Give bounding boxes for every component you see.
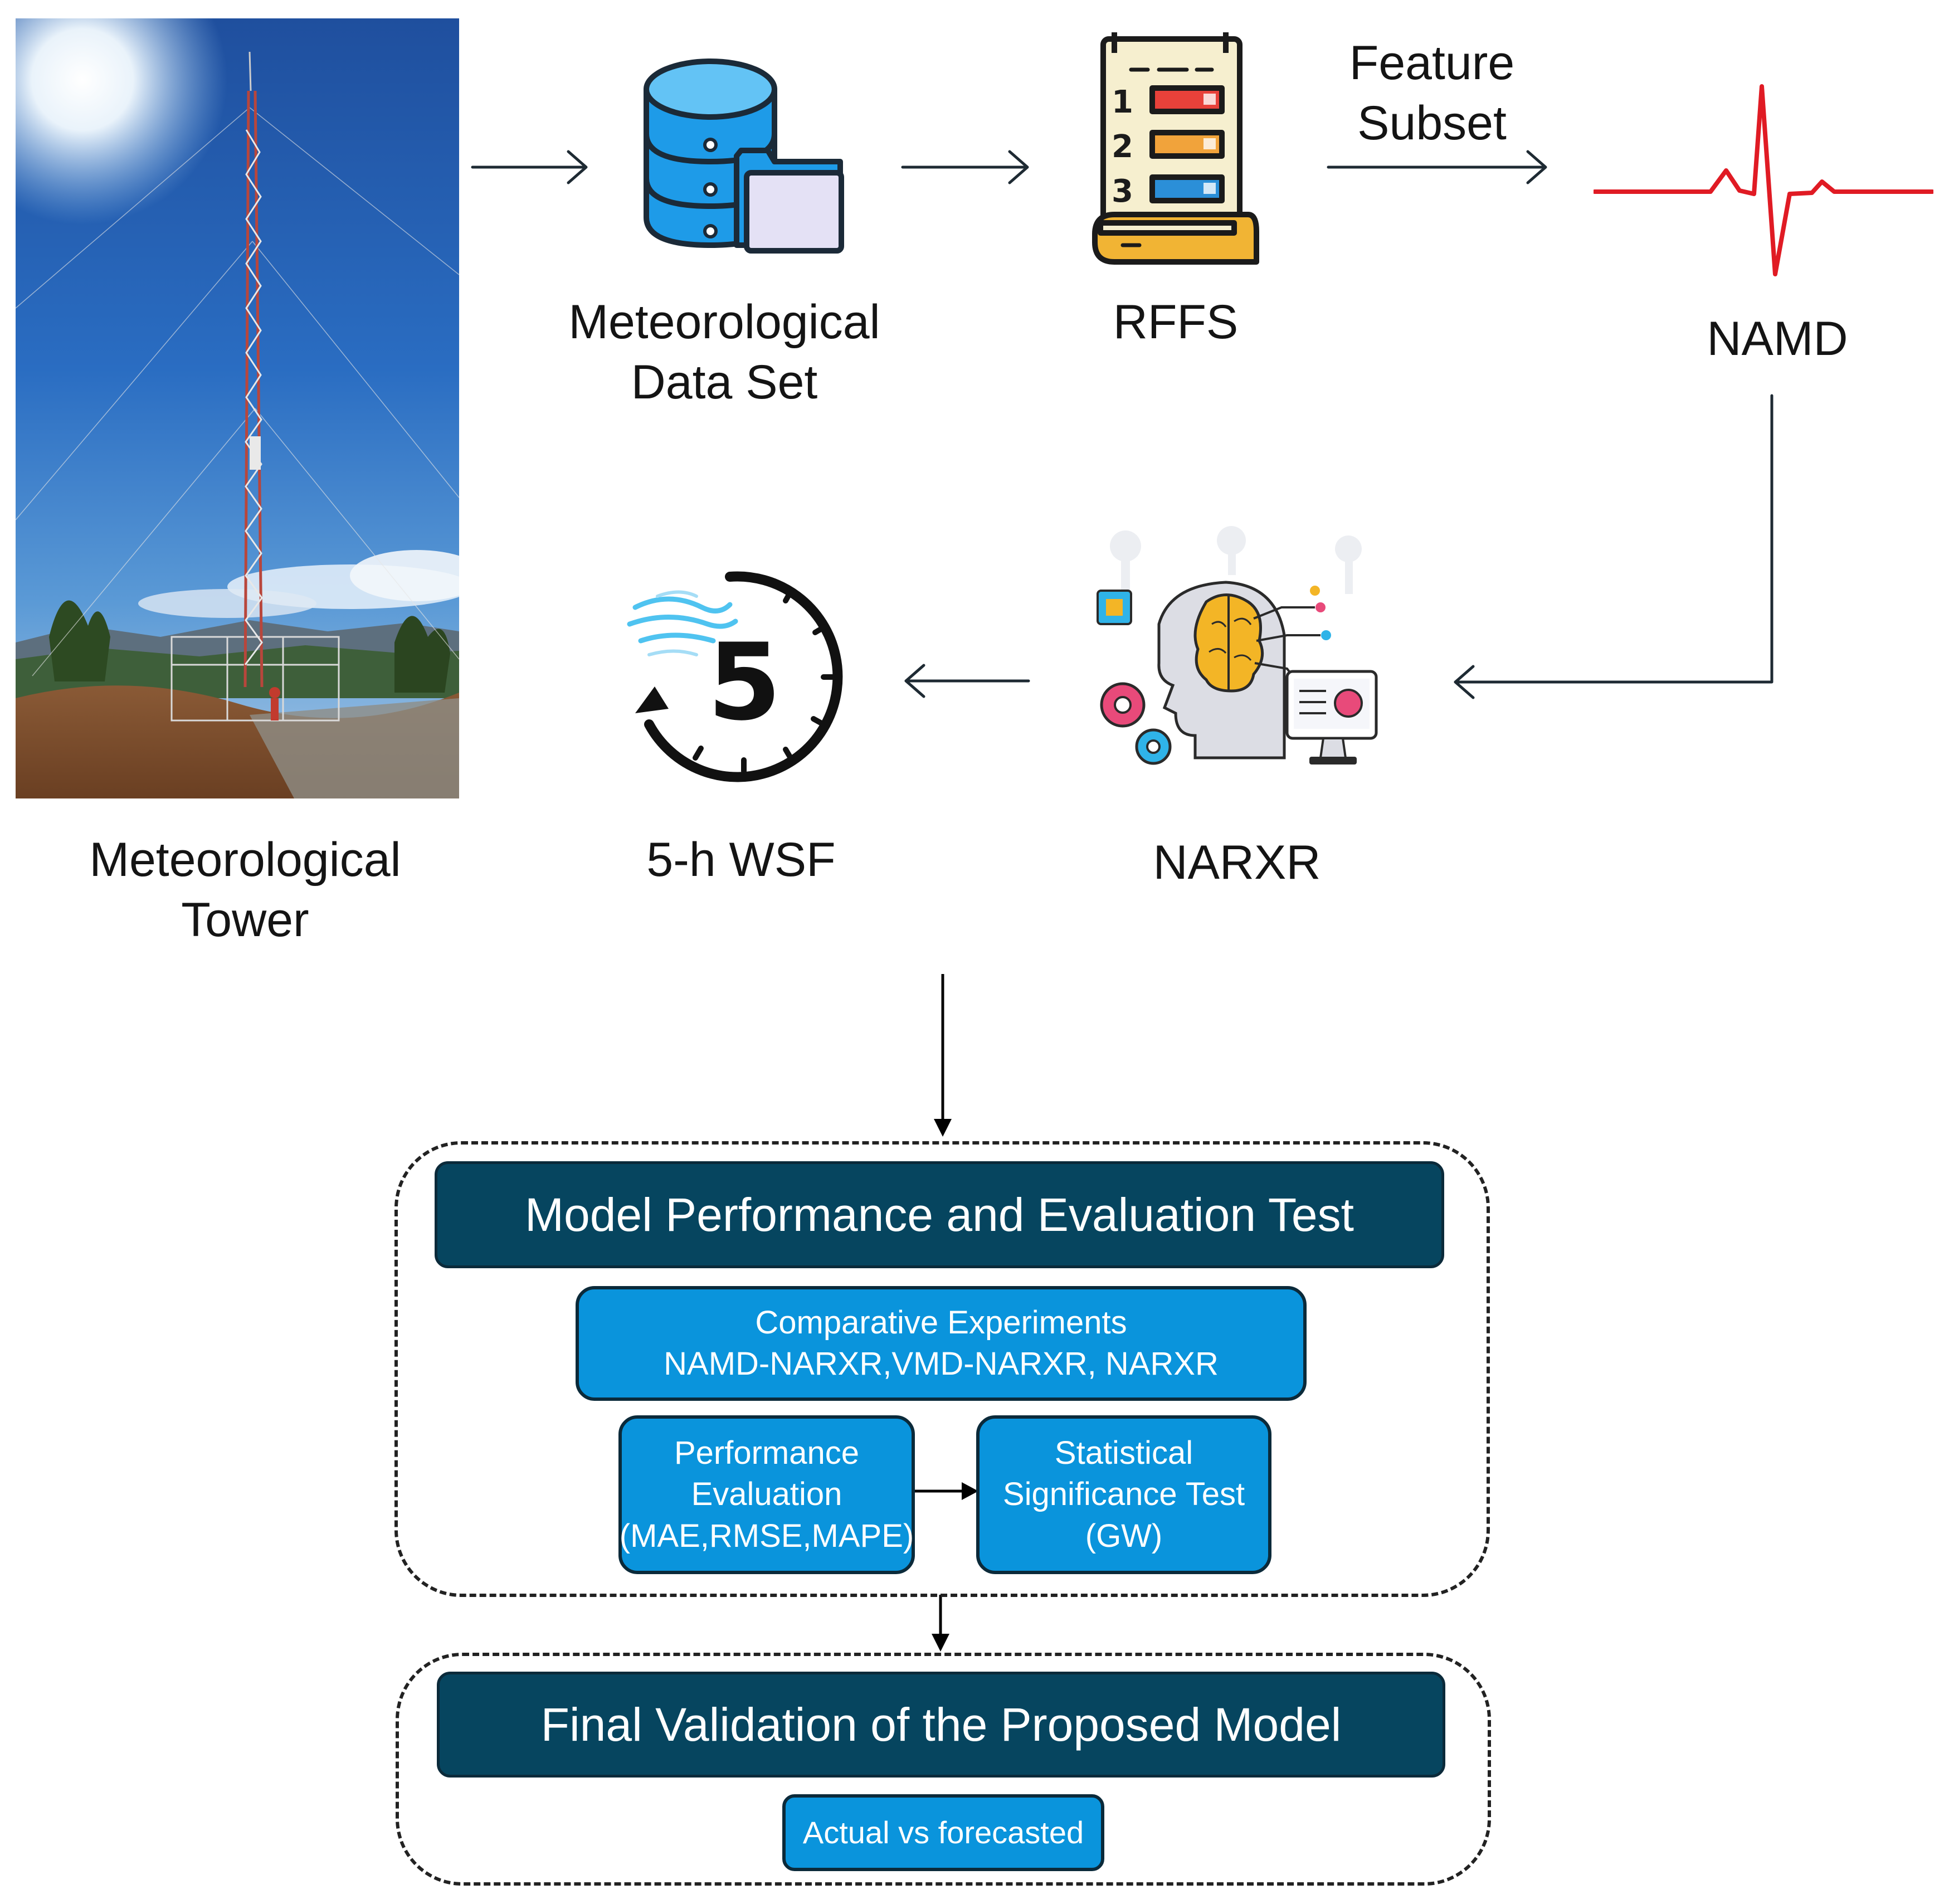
rank-digit-3: 3 [1112, 173, 1133, 210]
clock-number: 5 [708, 621, 781, 744]
evaluation-section [394, 1141, 1490, 1597]
arrow-performance-to-significance [914, 1482, 978, 1500]
performance-line-2: Evaluation [691, 1476, 842, 1513]
label-namd: NAMD [1707, 312, 1848, 366]
comparative-line-1: Comparative Experiments [755, 1304, 1127, 1341]
rank-digit-1: 1 [1112, 84, 1133, 120]
label-narxr: NARXR [1153, 836, 1321, 889]
comparative-line-2: NAMD-NARXR,VMD-NARXR, NARXR [664, 1346, 1219, 1382]
arrow-evaluation-to-validation [932, 1595, 949, 1652]
label-feature-subset: Feature Subset [1349, 36, 1515, 150]
significance-line-2: Significance Test [1002, 1476, 1245, 1513]
significance-line-1: Statistical [1054, 1435, 1193, 1472]
evaluation-title: Model Performance and Evaluation Test [435, 1161, 1444, 1268]
validation-section [396, 1653, 1491, 1886]
significance-line-3: (GW) [1085, 1517, 1163, 1554]
arrow-tower-to-dataset [471, 150, 588, 184]
five-hour-clock-wind-icon: 5 [627, 571, 843, 782]
arrow-wsf-to-evaluation [934, 974, 952, 1137]
arrow-namd-to-narxr [1454, 394, 1773, 699]
ranked-list-icon: 1 2 3 [1092, 32, 1259, 265]
comparative-experiments-box: Comparative Experiments NAMD-NARXR,VMD-N… [576, 1286, 1307, 1401]
label-rffs: RFFS [1113, 295, 1239, 349]
significance-test-box: Statistical Significance Test (GW) [976, 1415, 1271, 1574]
performance-line-3: (MAE,RMSE,MAPE) [619, 1517, 914, 1554]
arrow-narxr-to-wsf [904, 664, 1030, 698]
performance-line-1: Performance [674, 1435, 860, 1472]
actual-vs-forecasted-box: Actual vs forecasted [782, 1794, 1104, 1871]
label-meteorological-tower: Meteorological Tower [89, 833, 401, 947]
performance-evaluation-box: Performance Evaluation (MAE,RMSE,MAPE) [618, 1415, 915, 1574]
database-folder-icon [644, 59, 844, 254]
arrow-dataset-to-rffs [901, 150, 1029, 184]
meteorological-tower-photo [16, 18, 459, 798]
label-5h-wsf: 5-h WSF [646, 833, 836, 887]
validation-title: Final Validation of the Proposed Model [437, 1672, 1445, 1778]
rank-digit-2: 2 [1112, 129, 1133, 165]
heartbeat-signal-icon [1594, 84, 1933, 276]
ai-head-brain-icon [1097, 526, 1378, 765]
label-meteorological-dataset: Meteorological Data Set [568, 295, 880, 409]
arrow-rffs-to-namd [1327, 150, 1547, 184]
